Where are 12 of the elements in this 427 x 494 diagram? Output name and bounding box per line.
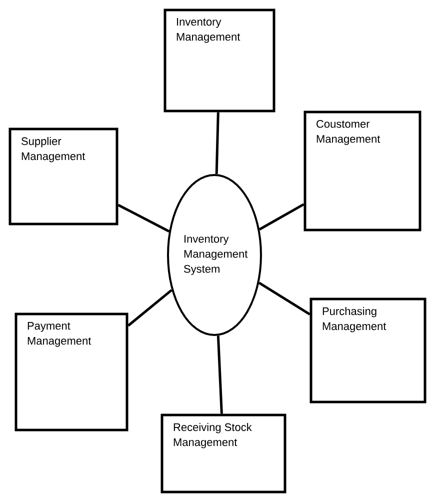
module-box: Receiving Stock Management — [160, 414, 286, 494]
connector-line — [127, 289, 172, 327]
connector-line — [215, 112, 220, 174]
connector-line — [258, 203, 304, 230]
module-box: Supplier Management — [8, 128, 118, 226]
module-box: Coustomer Management — [304, 110, 422, 232]
connector-line — [258, 282, 310, 316]
connector-line — [118, 204, 170, 232]
module-box: Payment Management — [14, 312, 128, 432]
connector-line — [216, 336, 223, 414]
module-box: Purchasing Management — [310, 298, 426, 404]
module-box: Inventory Management — [164, 8, 276, 112]
